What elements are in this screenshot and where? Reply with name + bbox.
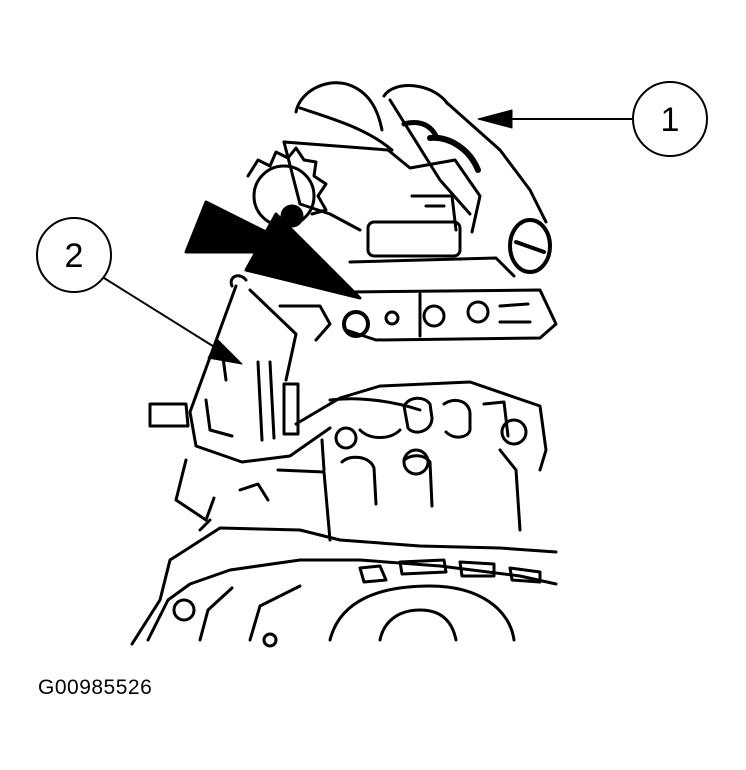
callout-2: 2 bbox=[36, 217, 243, 365]
engine-block bbox=[198, 380, 548, 542]
pointer-arrow bbox=[184, 200, 362, 300]
figure-code: G00985526 bbox=[38, 676, 153, 699]
gear bbox=[246, 146, 328, 228]
callout-1-label: 1 bbox=[661, 101, 680, 139]
component-assembly bbox=[282, 81, 552, 278]
callout-2-label: 2 bbox=[65, 237, 84, 275]
callout-1: 1 bbox=[477, 81, 708, 157]
bracket-assembly bbox=[148, 274, 332, 522]
manifold-rail bbox=[342, 288, 558, 342]
bottom-housing bbox=[130, 526, 558, 648]
